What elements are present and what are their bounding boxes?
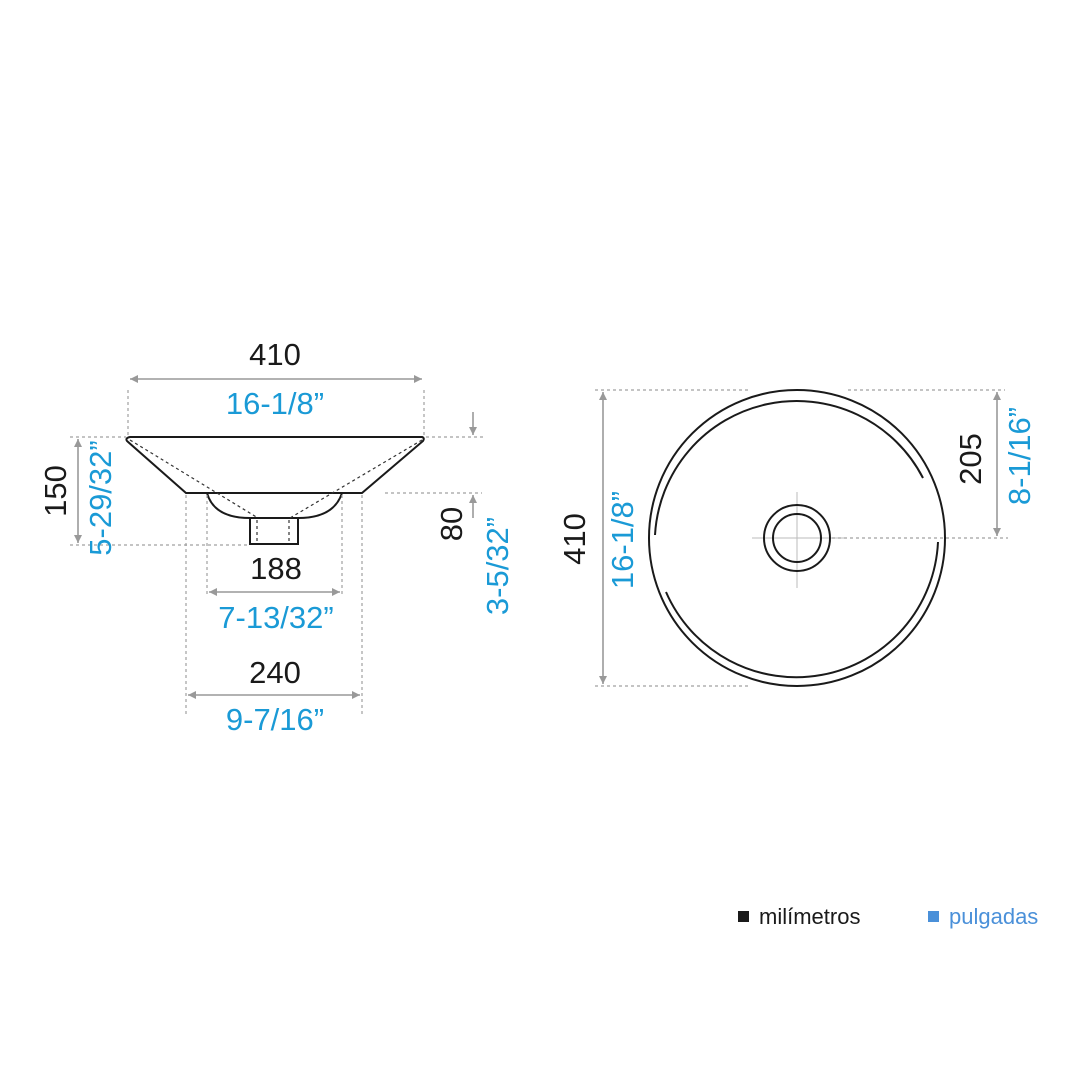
drain-outer-ring [763, 504, 831, 572]
inner-base-in: 7-13/32” [218, 600, 333, 635]
drain-height-in: 3-5/32” [480, 517, 515, 615]
top-width-in: 16-1/8” [226, 386, 324, 421]
radius-mm: 205 [953, 433, 988, 485]
height-mm: 150 [38, 465, 73, 517]
drain-height-mm: 80 [434, 507, 469, 541]
legend-mm-label: milímetros [759, 904, 860, 929]
diameter-in: 16-1/8” [605, 491, 640, 589]
diameter-mm: 410 [557, 513, 592, 565]
legend-in-swatch [928, 911, 939, 922]
top-view: 410 16-1/8” 205 8-1/16” [557, 389, 1037, 687]
radius-in: 8-1/16” [1002, 407, 1037, 505]
inner-base-mm: 188 [250, 551, 302, 586]
center-crosshair [752, 492, 845, 588]
basin-inner-rim-upper [654, 400, 924, 536]
legend: milímetros pulgadas [738, 904, 1038, 929]
height-in: 5-29/32” [83, 440, 118, 555]
base-width-in: 9-7/16” [226, 702, 324, 737]
side-view-outline [125, 436, 425, 545]
side-view: 410 16-1/8” 150 5-29/32” 80 3-5/32” 188 … [38, 337, 515, 737]
legend-in-label: pulgadas [949, 904, 1038, 929]
basin-outer-rim [648, 389, 946, 687]
drain-inner-ring [772, 513, 822, 563]
legend-mm-swatch [738, 911, 749, 922]
top-width-mm: 410 [249, 337, 301, 372]
drain-outlet [249, 517, 299, 545]
base-width-mm: 240 [249, 655, 301, 690]
basin-inner-rim-lower [665, 541, 939, 679]
